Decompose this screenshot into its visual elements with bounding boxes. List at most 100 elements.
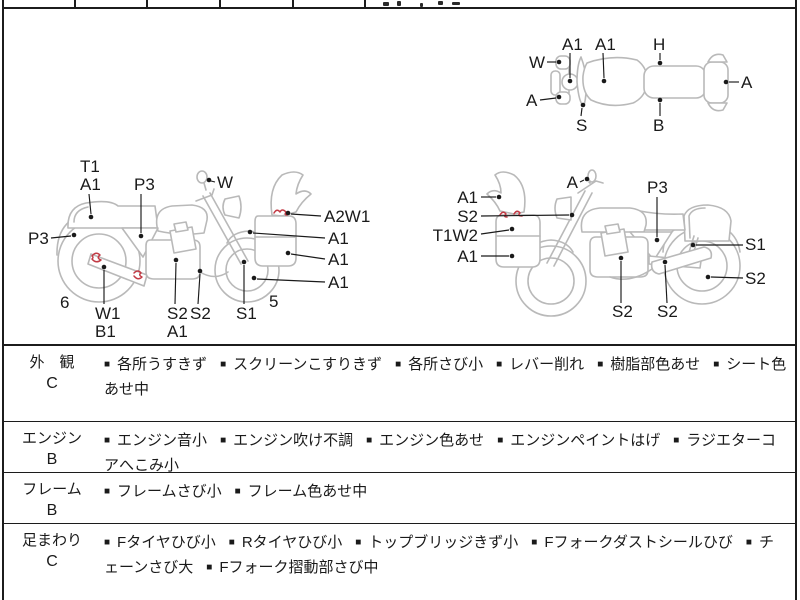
code-label-b1: B1 [95, 322, 116, 341]
bullet-icon: ■ [104, 359, 111, 370]
condition-row-engine: エンジン B ■エンジン音小■エンジン吹け不調■エンジン色あせ■エンジンペイント… [2, 421, 795, 474]
left-bike-damage-marks [91, 209, 288, 280]
right-bike-labels: A1 S2 T1W2 A1 A P3 S1 S2 S2 S2 [433, 173, 766, 321]
bullet-icon: ■ [713, 359, 720, 370]
bullet-icon: ■ [531, 537, 538, 548]
bullet-icon: ■ [355, 537, 362, 548]
category-label: 足まわり [21, 532, 82, 549]
condition-item: ■エンジンペイントはげ [497, 432, 661, 449]
header-text-remnant [397, 1, 401, 6]
header-cell-divider [219, 0, 221, 7]
code-label-b: B [653, 116, 664, 135]
code-label-a1: A1 [328, 229, 349, 248]
bullet-icon: ■ [395, 359, 402, 370]
code-label-s2: S2 [745, 269, 766, 288]
grade-value: B [46, 451, 58, 468]
header-cell-divider [364, 0, 366, 7]
code-label-w: W [529, 53, 545, 72]
category-cell: フレーム B [2, 473, 102, 523]
bullet-icon: ■ [104, 537, 111, 548]
condition-item: ■スクリーンこすりきず [220, 356, 383, 373]
bullet-icon: ■ [206, 562, 213, 573]
condition-item: ■レバー削れ [496, 356, 585, 373]
condition-row-exterior: 外 観 C ■各所うすきず ■スクリーンこすりきず ■各所さび小 ■レバー削れ ■樹脂部… [2, 346, 795, 421]
category-cell: 外 観 C [2, 346, 102, 421]
code-label-h: H [653, 35, 665, 54]
category-label: フレーム [22, 481, 82, 498]
bullet-icon: ■ [104, 435, 111, 446]
condition-item: ■各所さび小 [395, 356, 484, 373]
code-label-6: 6 [60, 293, 69, 312]
condition-row-undercarriage: 足まわり C ■Fタイヤひび小■Rタイヤひび小■トップブリッジきず小■Fフォーク… [2, 523, 795, 600]
top-view-callouts [539, 52, 739, 117]
right-bike-outline [486, 169, 741, 317]
code-label-p3: P3 [28, 229, 49, 248]
right-bike-callouts [480, 176, 744, 304]
code-label-p3: P3 [134, 175, 155, 194]
header-cell-divider [74, 0, 76, 7]
code-label-a1: A1 [457, 188, 478, 207]
condition-items: ■エンジン音小 ■エンジン吹け不調 ■エンジン色あせ ■エンジンペイントはげ■ラジエタ… [102, 422, 795, 474]
left-side-diagram: T1 A1 P3 W P3 A2W1 A1 A1 A1 6 W1 B1 S2 S… [28, 157, 370, 341]
header-cell-divider [2, 0, 4, 7]
condition-item: ■Fフォーク摺動部さび中 [206, 559, 379, 576]
code-label-a1: A1 [562, 35, 583, 54]
bullet-icon: ■ [234, 486, 241, 497]
header-text-remnant [438, 1, 443, 5]
code-label-s1: S1 [236, 304, 257, 323]
bullet-icon: ■ [673, 435, 680, 446]
code-label-a1: A1 [457, 247, 478, 266]
code-label-a1: A1 [595, 35, 616, 54]
bullet-icon: ■ [597, 359, 604, 370]
condition-item: ■ラジエターコアへこみ小 [104, 432, 776, 474]
sheet-border-right [795, 0, 797, 600]
condition-item: ■エンジン音小 [104, 432, 208, 449]
code-label-w: W [217, 173, 233, 192]
grade-value: C [46, 375, 58, 392]
damage-diagrams: W A1 A1 H A A S B [28, 35, 766, 341]
bullet-icon: ■ [497, 435, 504, 446]
condition-item: ■各所うすきず [104, 356, 208, 373]
right-side-diagram: A1 S2 T1W2 A1 A P3 S1 S2 S2 S2 [433, 169, 766, 321]
condition-item: ■樹脂部色あせ [597, 356, 701, 373]
cutoff-header-row [0, 0, 800, 9]
code-label-t1: T1 [80, 157, 100, 176]
condition-item: ■エンジン色あせ [366, 432, 485, 449]
code-label-a1: A1 [328, 250, 349, 269]
condition-items: ■各所うすきず ■スクリーンこすりきず ■各所さび小 ■レバー削れ ■樹脂部色あせ■シー… [102, 346, 795, 421]
code-label-a: A [567, 173, 579, 192]
condition-item: ■エンジン吹け不調 [220, 432, 354, 449]
top-view-diagram: W A1 A1 H A A S B [526, 35, 753, 135]
code-label-a: A [526, 91, 538, 110]
code-label-s1: S1 [745, 235, 766, 254]
condition-items: ■フレームさび小 ■フレーム色あせ中 [102, 473, 795, 523]
bullet-icon: ■ [745, 537, 752, 548]
sheet-border-left [2, 0, 4, 600]
condition-table: 外 観 C ■各所うすきず ■スクリーンこすりきず ■各所さび小 ■レバー削れ ■樹脂部… [2, 344, 795, 600]
code-label-a1: A1 [328, 273, 349, 292]
code-label-a: A [741, 73, 753, 92]
code-label-s2: S2 [190, 304, 211, 323]
bullet-icon: ■ [220, 359, 227, 370]
header-row-bottom-border [2, 7, 797, 9]
header-text-remnant [452, 2, 460, 5]
top-view-motorcycle-outline [550, 53, 729, 112]
code-label-s: S [576, 116, 587, 135]
condition-item: ■フレーム色あせ中 [234, 483, 368, 500]
left-bike-callouts [50, 177, 326, 305]
code-label-s2: S2 [167, 304, 188, 323]
bullet-icon: ■ [104, 486, 111, 497]
condition-item: ■Fフォークダストシールひび [531, 534, 733, 551]
code-label-5: 5 [269, 292, 278, 311]
code-label-a1: A1 [167, 322, 188, 341]
condition-items: ■Fタイヤひび小■Rタイヤひび小■トップブリッジきず小■Fフォークダストシールひ… [102, 524, 795, 600]
category-cell: 足まわり C [2, 524, 102, 600]
code-label-t1w2: T1W2 [433, 226, 478, 245]
header-text-remnant [383, 2, 389, 6]
header-cell-divider [146, 0, 148, 7]
grade-value: C [46, 553, 58, 570]
condition-item: ■フレームさび小 [104, 483, 222, 500]
category-label: 外 観 [29, 354, 75, 371]
condition-item: ■シート色あせ中 [104, 356, 787, 398]
